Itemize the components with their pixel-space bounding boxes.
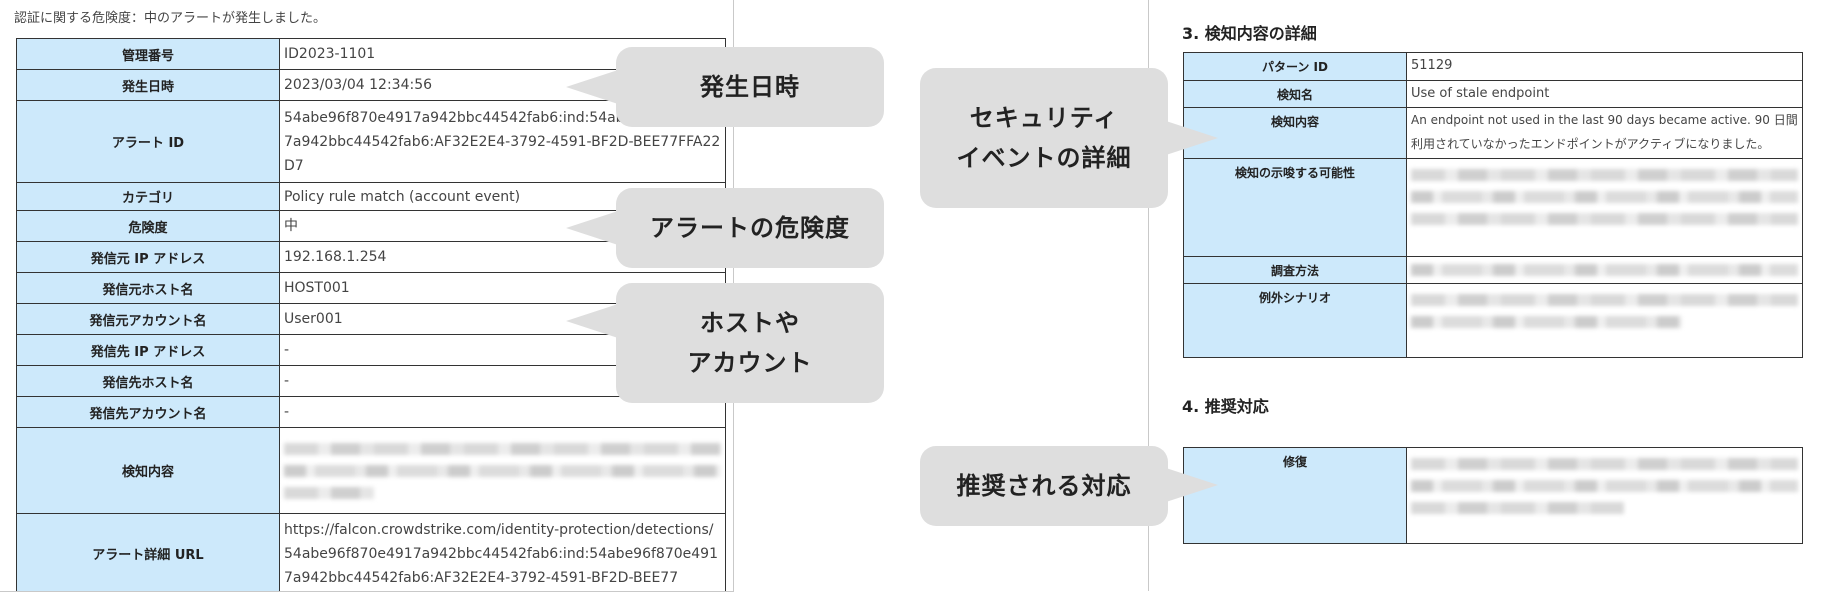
section4-title: 4. 推奨対応 — [1182, 393, 1269, 417]
redacted-detection-content — [280, 428, 726, 514]
detection-detail-document: 3. 検知内容の詳細 パターン ID 51129 検知名 Use of stal… — [1148, 0, 1840, 591]
table-row: 修復 — [1184, 448, 1803, 544]
row-label-source-host: 発信元ホスト名 — [17, 273, 280, 304]
table-row: 検知内容 — [17, 428, 726, 514]
row-label-destination-account: 発信先アカウント名 — [17, 397, 280, 428]
table-row: アラート詳細 URL https://falcon.crowdstrike.co… — [17, 514, 726, 592]
row-label-destination-host: 発信先ホスト名 — [17, 366, 280, 397]
row-label-occurrence-time: 発生日時 — [17, 70, 280, 101]
redacted-remediation — [1407, 448, 1803, 544]
row-label-alert-url: アラート詳細 URL — [17, 514, 280, 592]
table-row: 発信先アカウント名 - — [17, 397, 726, 428]
row-value-pattern-id: 51129 — [1407, 53, 1803, 81]
table-row: パターン ID 51129 — [1184, 53, 1803, 81]
recommended-action-table: 修復 — [1183, 447, 1803, 544]
row-label-source-ip: 発信元 IP アドレス — [17, 242, 280, 273]
row-label-management-number: 管理番号 — [17, 39, 280, 70]
row-label-detection-content: 検知内容 — [17, 428, 280, 514]
table-row: 例外シナリオ — [1184, 284, 1803, 358]
callout-recommended-response: 推奨される対応 — [920, 446, 1168, 526]
table-row: 検知名 Use of stale endpoint — [1184, 81, 1803, 108]
row-label-category: カテゴリ — [17, 183, 280, 211]
row-label-detection-name: 検知名 — [1184, 81, 1407, 108]
row-label-pattern-id: パターン ID — [1184, 53, 1407, 81]
callout-occurrence-time: 発生日時 — [616, 47, 884, 127]
callout-security-event-detail: セキュリティ イベントの詳細 — [920, 68, 1168, 208]
callout-alert-severity: アラートの危険度 — [616, 188, 884, 268]
table-row: 検知内容 An endpoint not used in the last 90… — [1184, 108, 1803, 159]
row-label-destination-ip: 発信先 IP アドレス — [17, 335, 280, 366]
redacted-exception-scenario — [1407, 284, 1803, 358]
row-label-exception-scenario: 例外シナリオ — [1184, 284, 1407, 358]
section3-title: 3. 検知内容の詳細 — [1182, 20, 1317, 44]
detection-detail-table: パターン ID 51129 検知名 Use of stale endpoint … — [1183, 52, 1803, 358]
row-label-investigation-method: 調査方法 — [1184, 257, 1407, 284]
row-label-source-account: 発信元アカウント名 — [17, 304, 280, 335]
row-label-alert-id: アラート ID — [17, 101, 280, 183]
row-value-detection-content: An endpoint not used in the last 90 days… — [1407, 108, 1803, 159]
table-row: 調査方法 — [1184, 257, 1803, 284]
row-label-implications: 検知の示唆する可能性 — [1184, 159, 1407, 257]
table-row: 検知の示唆する可能性 — [1184, 159, 1803, 257]
row-value-alert-url: https://falcon.crowdstrike.com/identity-… — [280, 514, 726, 592]
callout-host-account: ホストや アカウント — [616, 283, 884, 403]
alert-report-heading: 認証に関する危険度：中のアラートが発生しました。 — [14, 7, 326, 26]
redacted-investigation-method — [1407, 257, 1803, 284]
row-label-severity: 危険度 — [17, 211, 280, 242]
redacted-implications — [1407, 159, 1803, 257]
row-value-detection-name: Use of stale endpoint — [1407, 81, 1803, 108]
